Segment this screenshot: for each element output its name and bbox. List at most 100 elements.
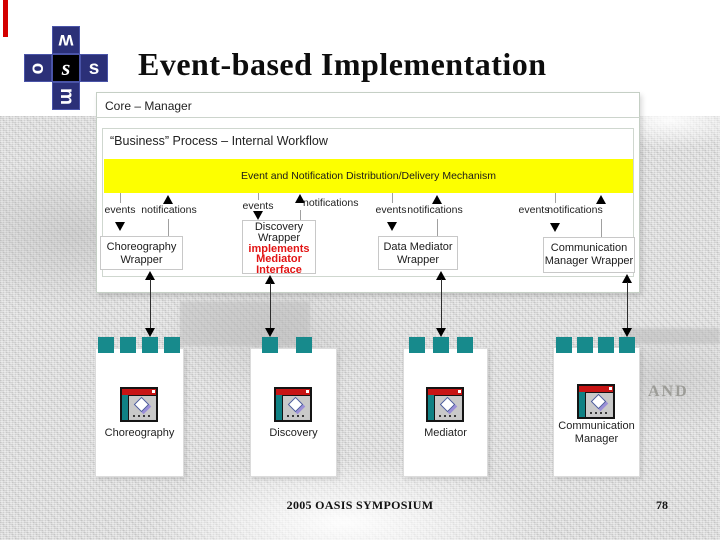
arrow-down-icon	[115, 222, 125, 231]
discovery-wrapper-box: Discovery Wrapper implements Mediator In…	[242, 220, 316, 276]
event-bus-label: Event and Notification Distribution/Deli…	[240, 170, 497, 182]
slide-title: Event-based Implementation	[138, 46, 547, 82]
arrow-down-icon	[387, 222, 397, 231]
arrow-up-icon	[265, 275, 275, 284]
icon-body	[283, 396, 309, 419]
connector-line	[150, 279, 151, 329]
port-square	[296, 337, 312, 353]
icon-close-dot	[458, 390, 461, 393]
collage-smudge	[180, 301, 310, 346]
logo-letter-left: o	[24, 54, 52, 82]
notifications-line	[601, 219, 602, 237]
notifications-label: notifications	[303, 197, 359, 209]
core-manager-title-strip	[96, 92, 640, 118]
component-label: Mediator	[424, 427, 467, 439]
logo-letter-top: w	[52, 26, 80, 54]
icon-titlebar	[276, 389, 310, 396]
icon-close-dot	[609, 387, 612, 390]
logo-letter-right: s	[80, 54, 108, 82]
icon-dots	[133, 415, 150, 417]
component-label: Communication Manager	[553, 420, 640, 446]
notifications-label: notifications	[141, 204, 197, 216]
arrow-up-icon	[436, 271, 446, 280]
wrapper-text: Wrapper	[120, 254, 163, 266]
connector-line	[270, 283, 271, 329]
communication-manager-component	[553, 347, 640, 477]
wrapper-text: Manager Wrapper	[544, 255, 634, 267]
logo-letter-bottom: m	[52, 82, 80, 110]
wrapper-red-text: implements	[248, 242, 310, 255]
arrow-down-icon	[265, 328, 275, 337]
application-window-icon	[426, 387, 464, 422]
component-label: Discovery	[269, 427, 318, 439]
icon-dots	[439, 415, 456, 417]
icon-dots	[287, 415, 304, 417]
events-line	[392, 193, 393, 203]
icon-close-dot	[306, 390, 309, 393]
arrow-down-icon	[622, 328, 632, 337]
events-label: events	[518, 204, 550, 216]
connector-line	[627, 282, 628, 329]
footer-event-name: 2005 OASIS SYMPOSIUM	[286, 498, 434, 512]
notifications-line	[168, 219, 169, 236]
arrow-down-icon	[436, 328, 446, 337]
port-square	[556, 337, 572, 353]
icon-sidebar	[276, 395, 283, 420]
arrow-up-icon	[622, 274, 632, 283]
red-accent-bar	[3, 0, 8, 37]
port-square	[577, 337, 593, 353]
application-window-icon	[120, 387, 158, 422]
icon-body	[586, 393, 612, 416]
events-label: events	[375, 204, 407, 216]
wrapper-text: Data Mediator	[383, 241, 453, 253]
icon-titlebar	[579, 386, 613, 393]
data-mediator-wrapper-box: Data Mediator Wrapper	[378, 236, 458, 270]
port-square	[433, 337, 449, 353]
event-bus-bar: Event and Notification Distribution/Deli…	[104, 159, 633, 193]
wrapper-text: Choreography	[106, 241, 177, 253]
footer-page-number: 78	[656, 498, 668, 512]
icon-body	[435, 396, 461, 419]
notifications-line	[300, 210, 301, 220]
arrow-up-icon	[295, 194, 305, 203]
icon-close-dot	[152, 390, 155, 393]
icon-body	[129, 396, 155, 419]
logo-letter-center: s	[52, 54, 80, 82]
notifications-line	[437, 219, 438, 236]
arrow-down-icon	[145, 328, 155, 337]
icon-sidebar	[428, 395, 435, 420]
core-manager-label: Core – Manager	[105, 99, 192, 113]
icon-titlebar	[428, 389, 462, 396]
component-label-line: Communication	[558, 420, 635, 432]
events-line	[555, 193, 556, 203]
events-label: events	[242, 200, 274, 212]
arrow-up-icon	[163, 195, 173, 204]
arrow-down-icon	[550, 223, 560, 232]
arrow-up-icon	[432, 195, 442, 204]
component-label: Choreography	[104, 427, 175, 439]
collage-word: AND	[648, 383, 689, 400]
port-square	[409, 337, 425, 353]
icon-titlebar	[122, 389, 156, 396]
collage-smudge	[625, 328, 720, 344]
communication-manager-wrapper-box: Communication Manager Wrapper	[543, 237, 635, 273]
connector-line	[441, 279, 442, 329]
arrow-up-icon	[145, 271, 155, 280]
notifications-label: notifications	[547, 204, 603, 216]
choreography-wrapper-box: Choreography Wrapper	[100, 236, 183, 270]
icon-sidebar	[579, 392, 586, 417]
events-line	[258, 193, 259, 200]
port-square	[142, 337, 158, 353]
arrow-down-icon	[253, 211, 263, 220]
events-line	[120, 193, 121, 203]
wrapper-text: Discovery	[254, 221, 304, 233]
wrapper-text: Communication	[550, 242, 628, 254]
component-label-line: Manager	[574, 433, 619, 445]
application-window-icon	[274, 387, 312, 422]
icon-dots	[590, 412, 607, 414]
business-process-label: “Business” Process – Internal Workflow	[110, 134, 328, 148]
icon-sidebar	[122, 395, 129, 420]
port-square	[120, 337, 136, 353]
port-square	[98, 337, 114, 353]
